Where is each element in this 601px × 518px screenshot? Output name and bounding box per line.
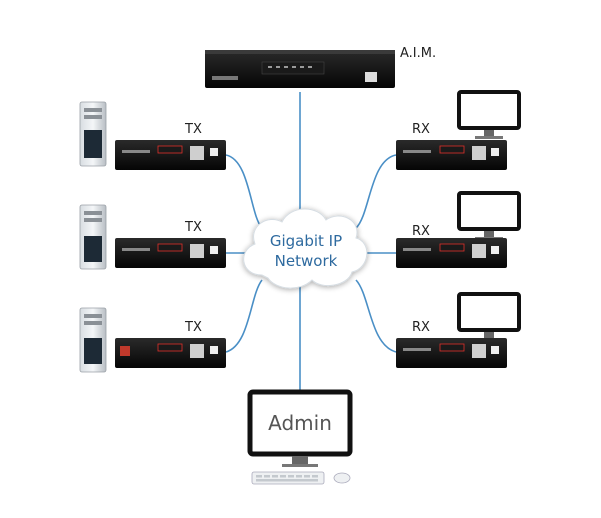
admin-workstation: Admin [247, 389, 353, 485]
rx-monitor-2 [457, 191, 521, 240]
rx3-connection [355, 279, 397, 353]
tx-unit-3: TX [115, 320, 226, 368]
tx-computer-2 [79, 204, 107, 270]
tx-unit-1: TX [115, 122, 226, 170]
rx-label-1: RX [412, 122, 430, 137]
rx-unit-3: RX [396, 320, 507, 368]
rx1-connection [355, 154, 397, 229]
tx1-connection [225, 154, 263, 229]
tx-label-1: TX [184, 122, 202, 137]
cloud-line-1: Gigabit IP [270, 232, 342, 250]
tx-computer-3 [79, 307, 107, 373]
tx-label-3: TX [184, 320, 202, 335]
tx-unit-2: TX [115, 220, 226, 268]
rx-unit-2: RX [396, 224, 507, 268]
cloud-line-2: Network [275, 252, 338, 270]
rx-label-3: RX [412, 320, 430, 335]
gigabit-network-cloud: Gigabit IP Network [243, 208, 368, 289]
tx-label-2: TX [184, 220, 202, 235]
mouse-icon [333, 472, 351, 484]
tx3-connection [225, 279, 263, 353]
admin-label: Admin [268, 411, 332, 435]
aim-label: A.I.M. [400, 46, 436, 61]
rx-label-2: RX [412, 224, 430, 239]
rx-monitor-1 [457, 90, 521, 139]
aim-server: A.I.M. [205, 46, 436, 88]
keyboard-icon [251, 471, 325, 485]
rx-unit-1: RX [396, 122, 507, 170]
tx-computer-1 [79, 101, 107, 167]
rx-monitor-3 [457, 292, 521, 341]
